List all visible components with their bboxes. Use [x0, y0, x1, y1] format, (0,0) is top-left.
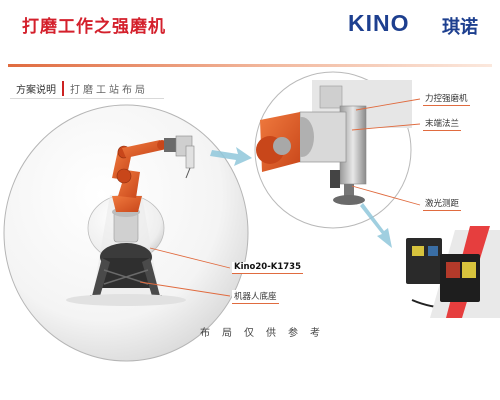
header-divider — [8, 64, 492, 67]
industrial-robot-arm — [112, 135, 195, 243]
callout-leaders — [139, 98, 421, 297]
callout-end-flange: 末端法兰 — [423, 117, 462, 131]
callout-robot-model: Kino20-K1735 — [232, 262, 303, 274]
page-title: 打磨工作之强磨机 — [22, 17, 166, 37]
callout-force-grinder: 力控强磨机 — [423, 92, 470, 106]
brand-logo-text: KINO — [348, 10, 410, 36]
floor-shadow — [66, 294, 186, 306]
sensor-pointer-arrow-icon — [360, 203, 392, 248]
brand-logo: KINO 琪诺 — [348, 10, 498, 40]
section-tab-subtitle: 打磨工站布局 — [70, 84, 148, 96]
brand-logo-cn: 琪诺 — [442, 17, 478, 38]
callout-robot-base: 机器人底座 — [232, 290, 279, 304]
callout-laser-sensor: 激光测距 — [423, 197, 462, 211]
zoom-arrow-icon — [210, 147, 252, 166]
robot-base — [90, 243, 162, 300]
layout-disclaimer: 布局仅供参考 — [200, 328, 332, 339]
section-tab: 方案说明 打磨工站布局 — [10, 78, 164, 99]
section-tab-label: 方案说明 — [10, 80, 64, 96]
detail-zoom-circle — [254, 71, 412, 229]
laser-sensor-photo — [393, 222, 500, 318]
